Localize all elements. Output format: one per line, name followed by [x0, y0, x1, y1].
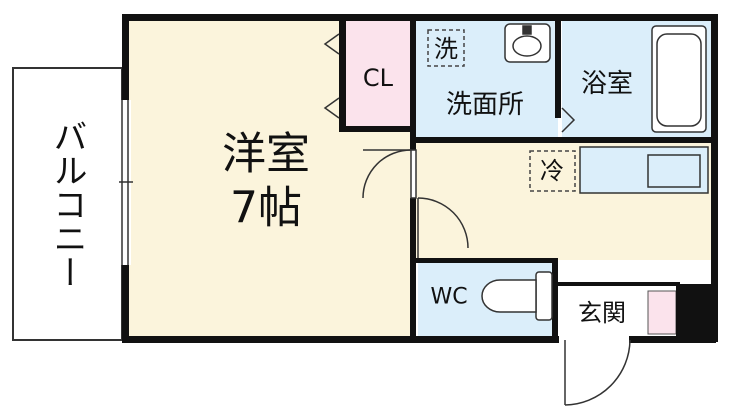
- closet-doors: [323, 33, 340, 119]
- western-room-door: [362, 149, 417, 199]
- fridge-label: 冷: [540, 157, 564, 185]
- toilet-icon: [481, 271, 553, 321]
- washbasin-icon: [504, 23, 551, 63]
- walls: [122, 14, 718, 343]
- balcony-label: バルコニー: [47, 119, 87, 289]
- entrance-name: 玄関: [578, 299, 626, 327]
- balcony-window: [119, 100, 133, 265]
- washer-label: 洗: [434, 35, 458, 63]
- balcony: バルコニー: [12, 67, 123, 341]
- washroom-name: 洗面所: [446, 90, 524, 120]
- fridge-mark: 冷: [529, 150, 576, 192]
- bathroom-name: 浴室: [581, 69, 633, 99]
- toilet-door: [417, 197, 469, 258]
- toilet-name: WC: [430, 285, 467, 310]
- closet-floor: [345, 20, 411, 130]
- shoebox: [647, 290, 677, 335]
- balcony-outline: [12, 67, 123, 341]
- kitchen-counter: [579, 146, 709, 194]
- entrance-door: [559, 336, 631, 406]
- bathroom-door-mark: [561, 107, 576, 133]
- closet-name: CL: [363, 64, 394, 92]
- bathtub-icon: [651, 25, 707, 133]
- western-room-name: 洋室: [222, 129, 310, 180]
- washer-mark: 洗: [427, 29, 465, 67]
- western-room-size: 7帖: [230, 183, 302, 234]
